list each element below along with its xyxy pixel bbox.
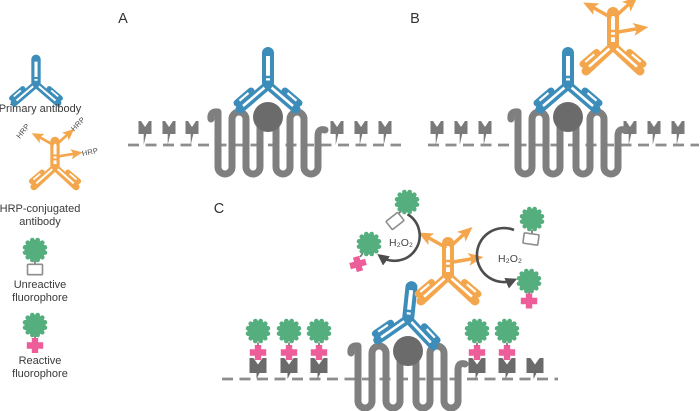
- panel-a: [138, 53, 392, 174]
- fluorophore-icon: [516, 268, 542, 294]
- legend-label-hrp-antibody: HRP-conjugated antibody: [0, 203, 81, 228]
- panel-label-a: A: [118, 11, 128, 27]
- unreactive-fluorophore-icon: [22, 237, 48, 276]
- fluorophore-icon: [464, 318, 490, 344]
- reactive-fluorophore-icon: [22, 312, 48, 353]
- primary-antibody: [237, 53, 299, 109]
- hrp-conjugated-antibody: [415, 222, 484, 301]
- unreactive-fluorophore: [519, 206, 545, 246]
- primary-antibody-icon: [12, 59, 60, 103]
- reactive-fluorophore: [348, 231, 382, 274]
- fluorophore-icon: [356, 231, 382, 257]
- h2o2-label-right: H₂O₂: [498, 253, 522, 265]
- h2o2-label-left: H₂O₂: [389, 237, 413, 249]
- membrane-receptor: [647, 121, 661, 145]
- fluorophore-icon: [519, 206, 545, 232]
- labeled-receptor: [306, 318, 332, 379]
- membrane-receptor: [138, 121, 152, 145]
- membrane-receptor: [671, 121, 685, 145]
- membrane-receptor: [185, 121, 199, 145]
- hrp-antibody-icon: [29, 125, 83, 187]
- panel-c: [245, 189, 545, 408]
- fluorophore-icon: [394, 189, 420, 215]
- panel-label-b: B: [410, 11, 420, 27]
- membrane-receptor: [454, 121, 468, 145]
- unreactive-group-icon: [522, 232, 540, 246]
- legend: [12, 59, 84, 353]
- labeled-receptor: [245, 318, 271, 379]
- reaction-arrow-left: [377, 213, 421, 266]
- reactive-group-icon: [310, 345, 328, 360]
- reactive-fluorophore: [516, 268, 542, 309]
- membrane-receptor: [526, 358, 544, 379]
- transmembrane-protein: [511, 102, 625, 174]
- membrane-receptor: [478, 121, 492, 145]
- legend-label-reactive-fluorophore: Reactive fluorophore: [12, 355, 68, 380]
- membrane-receptor: [330, 121, 344, 145]
- transmembrane-protein: [211, 102, 325, 174]
- unreactive-fluorophore: [385, 189, 420, 231]
- reactive-group-icon: [520, 293, 538, 309]
- panel-label-c: C: [213, 201, 225, 217]
- legend-label-unreactive-fluorophore: Unreactive fluorophore: [12, 279, 68, 304]
- labeled-receptor: [276, 318, 302, 379]
- fluorophore-icon: [276, 318, 302, 344]
- transmembrane-protein: [351, 336, 465, 408]
- fluorophore-icon: [494, 318, 520, 344]
- membrane-receptor: [162, 121, 176, 145]
- reactive-group-icon: [498, 345, 516, 360]
- membrane-receptor: [354, 121, 368, 145]
- fluorophore-icon: [306, 318, 332, 344]
- fluorophore-icon: [245, 318, 271, 344]
- reactive-group-icon: [468, 345, 486, 360]
- reaction-arrow-right: [475, 226, 518, 289]
- reactive-group-icon: [348, 254, 368, 274]
- panel-b: [430, 0, 685, 174]
- hrp-conjugated-antibody: [580, 0, 649, 71]
- labeled-receptor: [494, 318, 520, 379]
- membrane-receptor: [430, 121, 444, 145]
- reactive-group-icon: [249, 345, 267, 360]
- reactive-group-icon: [280, 345, 298, 360]
- unreactive-group-icon: [385, 211, 405, 231]
- membrane-receptor: [378, 121, 392, 145]
- labeled-receptor: [464, 318, 490, 379]
- legend-label-primary-antibody: Primary antibody: [0, 103, 82, 115]
